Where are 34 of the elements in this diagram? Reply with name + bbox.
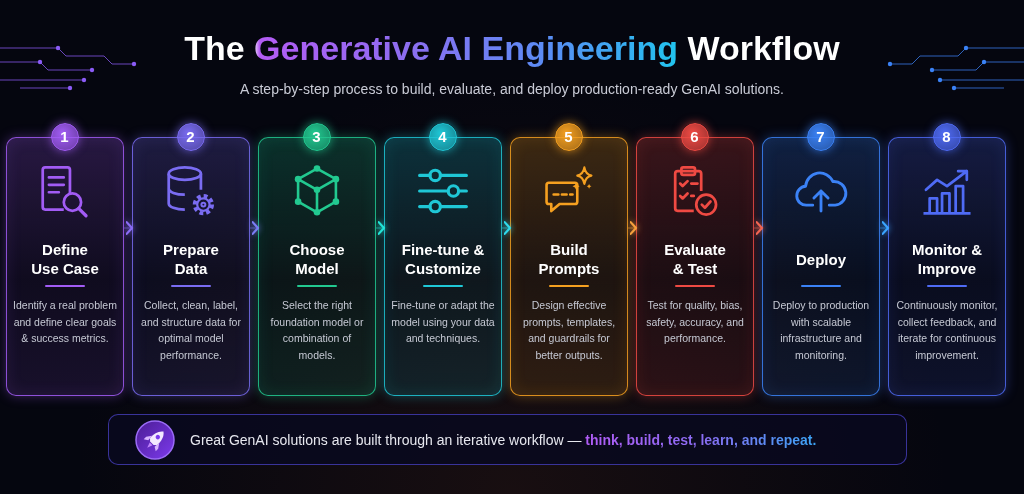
step-heading: Evaluate & Test xyxy=(663,240,727,278)
arrow xyxy=(375,221,386,235)
step-description: Identify a real problem and define clear goals & success metrics. xyxy=(12,298,118,346)
step-number: 5 xyxy=(554,123,583,151)
step-number: 4 xyxy=(428,123,457,151)
arrow xyxy=(879,221,890,235)
arrow xyxy=(501,221,512,235)
step-heading: Build Prompts xyxy=(537,240,601,278)
step-heading: Monitor & Improve xyxy=(911,240,983,278)
arrow xyxy=(627,221,638,235)
step-description: Design effective prompts, templates, and guardrails for better outputs. xyxy=(521,298,617,363)
step-description: Continuously monitor, collect feedback, and iterate for continuous improvement. xyxy=(895,298,999,363)
step-description: Select the right foundation model or combination of models. xyxy=(269,298,365,363)
step-heading: Fine-tune & Customize xyxy=(400,240,486,278)
step-heading: Choose Model xyxy=(288,240,346,278)
banner xyxy=(108,414,907,465)
step-heading: Deploy xyxy=(796,249,846,269)
subtitle: A step-by-step process to build, evaluate, and deploy production-ready GenAI solutions. xyxy=(240,80,784,98)
step-number: 8 xyxy=(932,123,961,151)
step-description: Deploy to production with scalable infrastructure and monitoring. xyxy=(771,298,871,363)
step-number: 1 xyxy=(50,123,79,151)
arrow xyxy=(123,221,134,235)
arrow xyxy=(249,221,260,235)
step-heading: Define Use Case xyxy=(30,240,100,278)
step-number: 7 xyxy=(806,123,835,151)
step-description: Collect, clean, label, and structure data for optimal model performance. xyxy=(140,298,242,363)
arrow xyxy=(753,221,764,235)
step-number: 3 xyxy=(302,123,331,151)
banner-text: Great GenAI solutions are built through an iterative workflow — think, build, test, learn, and repeat. xyxy=(190,431,817,449)
step-number: 6 xyxy=(680,123,709,151)
step-number: 2 xyxy=(176,123,205,151)
step-description: Test for quality, bias, safety, accuracy, and performance. xyxy=(645,298,745,346)
step-description: Fine-tune or adapt the model using your data and techniques. xyxy=(390,298,496,346)
step-heading: Prepare Data xyxy=(162,240,220,278)
